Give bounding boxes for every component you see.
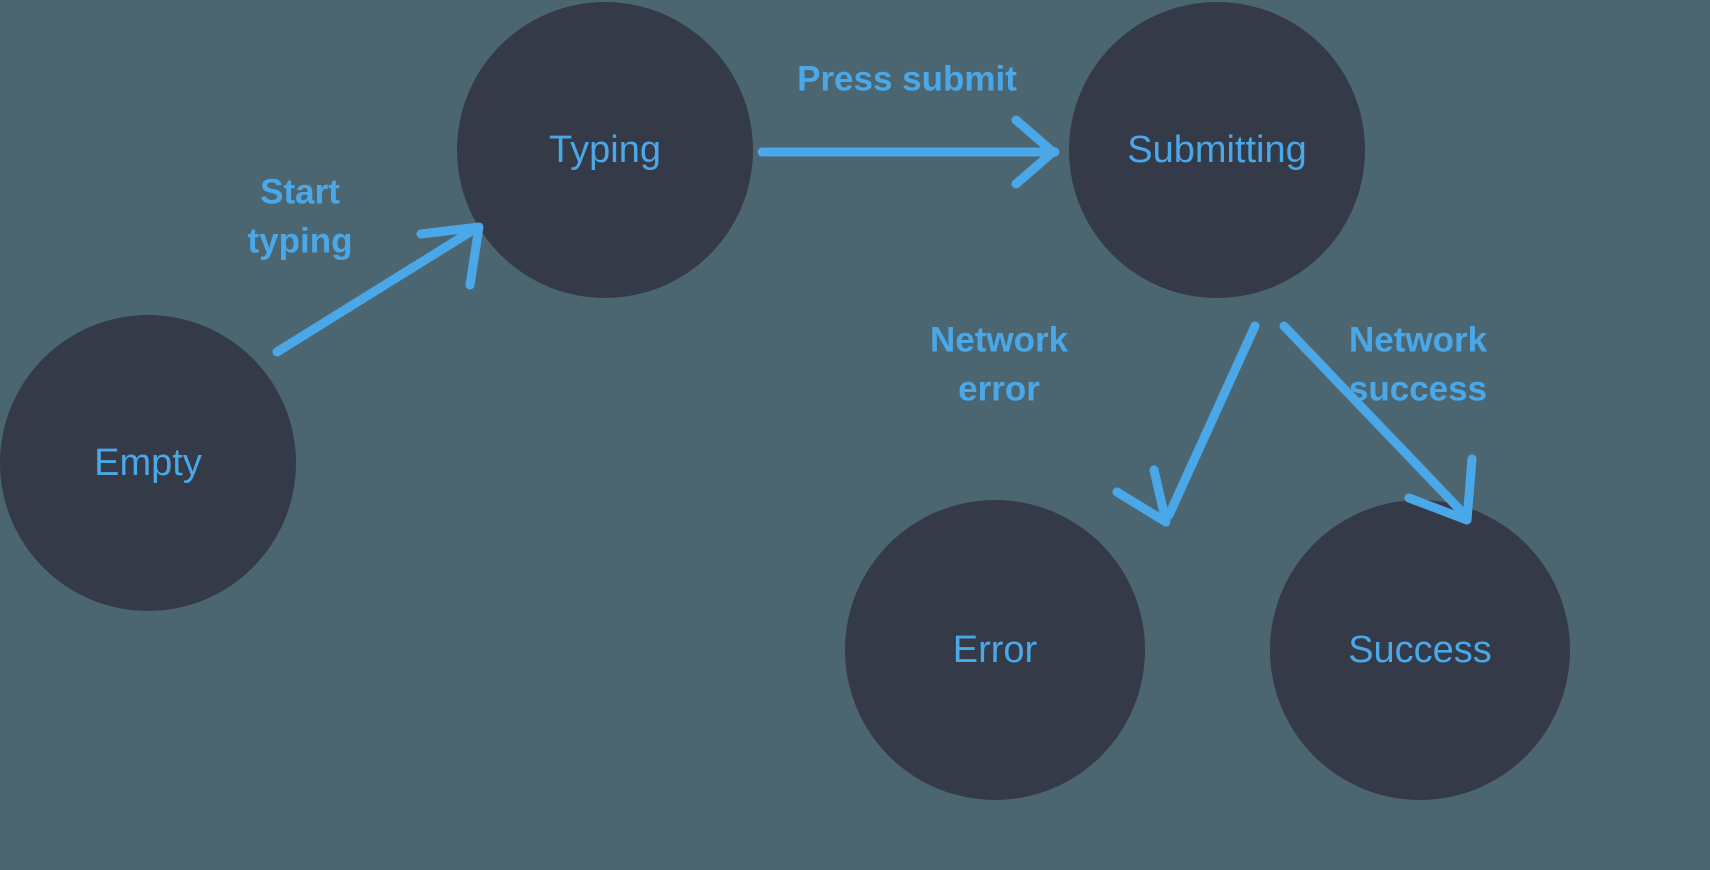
press-submit-arrowhead	[1011, 115, 1058, 189]
empty-label: Empty	[94, 442, 202, 484]
node-submitting[interactable]: Submitting	[1069, 2, 1365, 298]
node-error[interactable]: Error	[845, 500, 1145, 800]
empty-circle[interactable]	[0, 315, 296, 611]
submitting-circle[interactable]	[1069, 2, 1365, 298]
error-label: Error	[953, 629, 1038, 671]
edge-network-error: Network error	[930, 320, 1260, 527]
network-success-label-line1: Network	[1349, 320, 1488, 359]
network-error-arrowhead	[1112, 465, 1171, 527]
edge-press-submit: Press submit	[757, 59, 1060, 189]
start-typing-arrow-line	[272, 227, 475, 357]
submitting-label: Submitting	[1127, 129, 1307, 171]
network-success-label-line2: success	[1349, 369, 1487, 408]
typing-circle[interactable]	[457, 2, 753, 298]
typing-label: Typing	[549, 129, 661, 171]
start-typing-label-line1: Start	[260, 172, 340, 211]
error-circle[interactable]	[845, 500, 1145, 800]
start-typing-arrowhead	[416, 222, 484, 290]
network-success-arrowhead	[1404, 454, 1477, 525]
success-circle[interactable]	[1270, 500, 1570, 800]
edge-network-success: Network success	[1279, 320, 1488, 525]
node-empty[interactable]: Empty	[0, 315, 296, 611]
node-typing[interactable]: Typing	[457, 2, 753, 298]
success-label: Success	[1348, 629, 1492, 671]
network-error-label-line2: error	[958, 369, 1040, 408]
edge-start-typing: Start typing	[248, 172, 484, 357]
node-success[interactable]: Success	[1270, 500, 1570, 800]
network-success-arrow-line	[1279, 321, 1468, 518]
network-error-arrow-line	[1164, 321, 1260, 520]
press-submit-label-line1: Press submit	[797, 59, 1017, 98]
network-error-label-line1: Network	[930, 320, 1069, 359]
start-typing-label-line2: typing	[248, 221, 353, 260]
